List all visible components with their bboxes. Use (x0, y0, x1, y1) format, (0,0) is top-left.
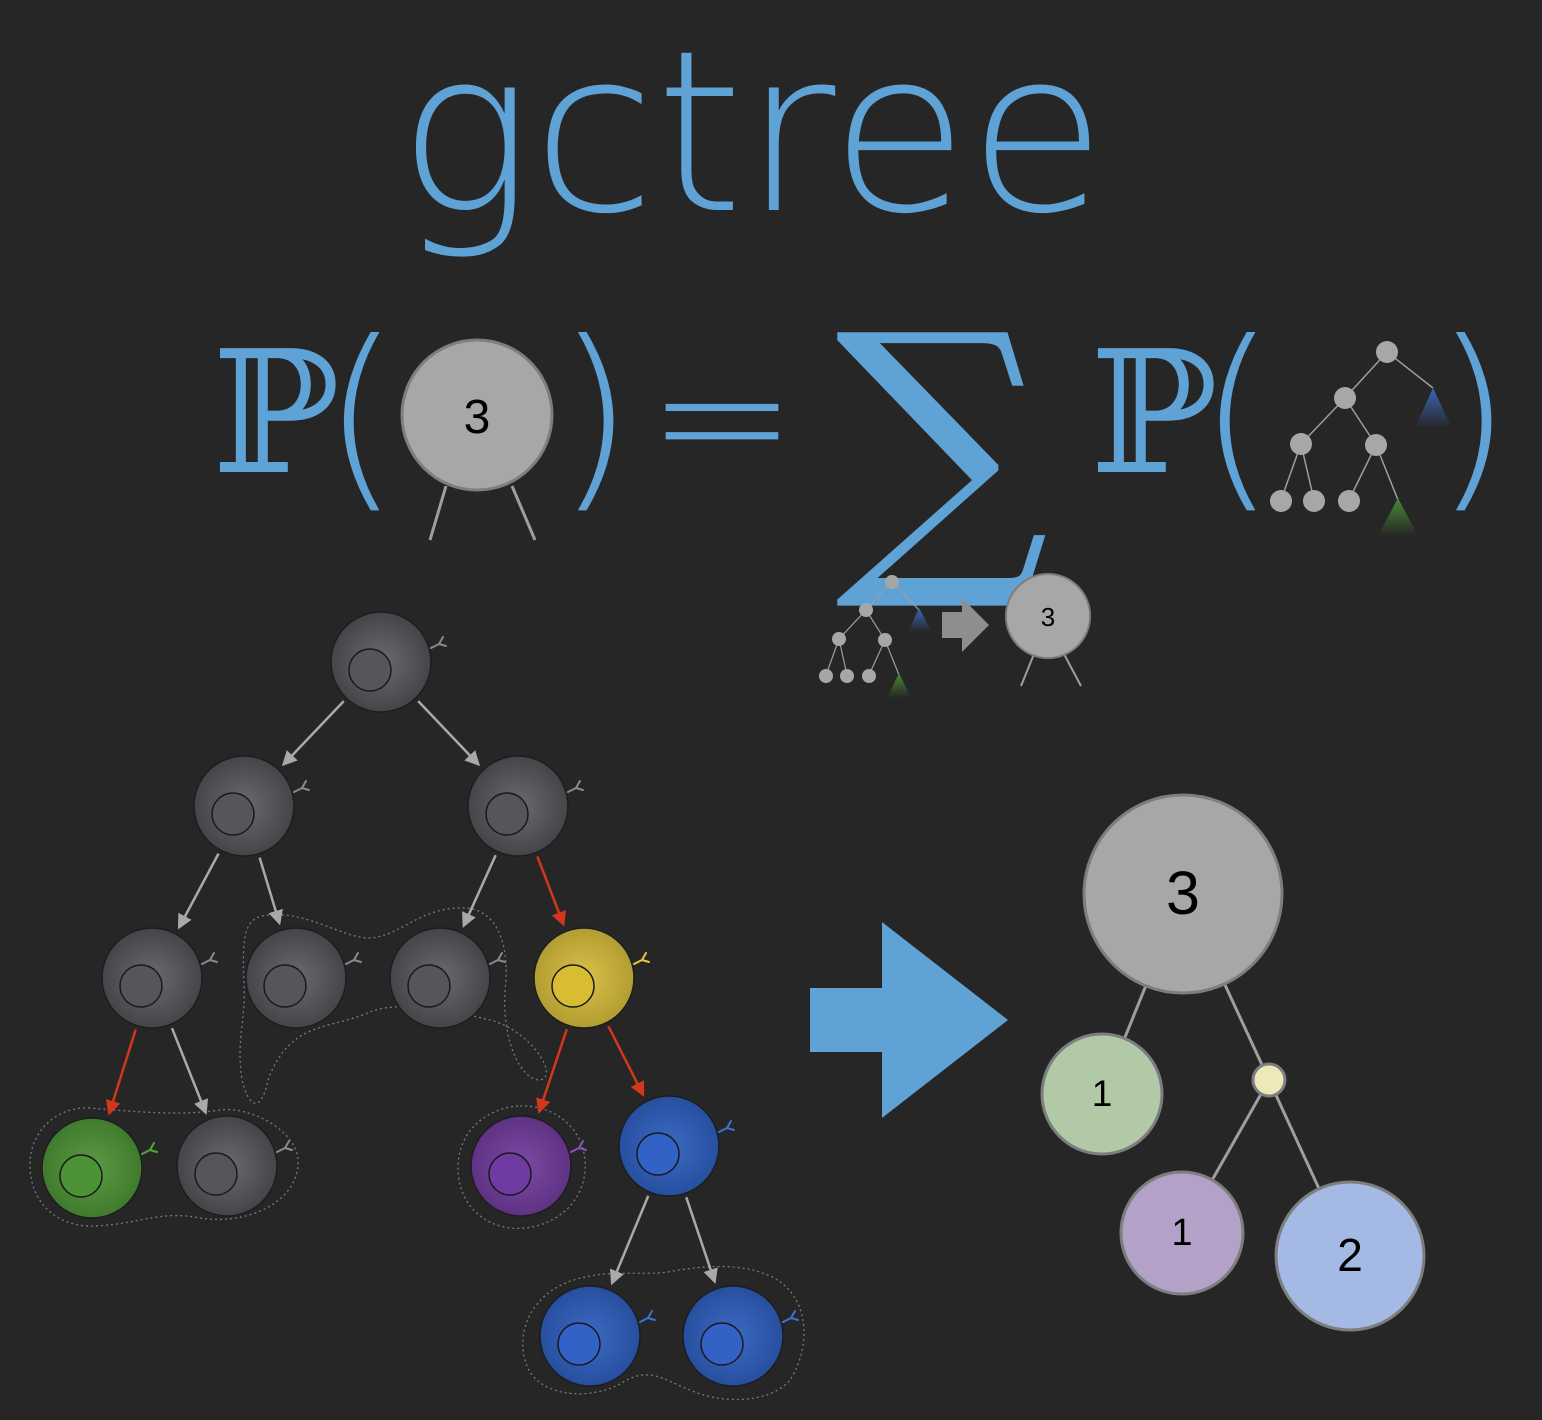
lineage-edge (462, 854, 497, 928)
sum-subscript-arrow-icon (942, 598, 989, 652)
lineage-edge (281, 700, 345, 767)
antibody-icon (633, 952, 650, 965)
collapsed-tree-nodes: 3 1 1 2 (1040, 793, 1426, 1332)
tree-edge (1123, 985, 1148, 1039)
mutation-edge (105, 1029, 137, 1116)
tree-node-label: 1 (1092, 1073, 1113, 1114)
lineage-edge (177, 853, 220, 930)
cell-nucleus (263, 964, 307, 1008)
cell-nucleus (485, 792, 529, 836)
formula: ℙ ( 3 ) = ∑ ℙ ( (212, 270, 1512, 698)
cell-gray (330, 611, 447, 713)
cell-gray (467, 755, 584, 857)
cell-gray (389, 927, 506, 1029)
formula-node-3: 3 (400, 338, 554, 541)
tree-edge (1223, 983, 1264, 1067)
open-paren-right: ( (1198, 299, 1276, 532)
mutation-edge (536, 855, 566, 927)
antibody-icon (718, 1120, 735, 1133)
lineage-edge (170, 1027, 209, 1115)
outline-gray-cluster (239, 907, 547, 1104)
cell-nucleus (488, 1152, 532, 1196)
antibody-icon (276, 1140, 293, 1153)
cell-nucleus (700, 1322, 744, 1366)
tree-node-label: 1 (1171, 1212, 1192, 1254)
sum-subscript-node-count: 3 (1041, 602, 1055, 632)
lineage-edge (685, 1196, 718, 1284)
close-paren-right: ) (1434, 299, 1512, 532)
tree-node-purple: 1 (1119, 1170, 1245, 1296)
cell-green (41, 1117, 158, 1219)
cell-nucleus (194, 1152, 238, 1196)
open-paren-left: ( (322, 299, 400, 532)
cell-nucleus (551, 964, 595, 1008)
cell-gray (193, 755, 310, 857)
cell-nucleus (211, 792, 255, 836)
lineage-edge (609, 1195, 650, 1286)
probability-symbol-right: ℙ (1090, 315, 1218, 513)
cell-nucleus (348, 648, 392, 692)
formula-mini-tree (1270, 341, 1452, 536)
mutation-edge (536, 1028, 569, 1114)
genealogy-edges (105, 700, 718, 1286)
antibody-icon (293, 780, 310, 793)
collapse-outlines (29, 907, 805, 1401)
outline-green-gray-pair (29, 1107, 299, 1227)
cell-nucleus (636, 1132, 680, 1176)
sum-subscript: 3 (819, 573, 1091, 698)
genealogy-tree (29, 611, 805, 1401)
tree-node-blue: 2 (1274, 1180, 1426, 1332)
lineage-edge (258, 857, 283, 926)
close-paren-left: ) (556, 299, 634, 532)
probability-symbol-left: ℙ (212, 315, 340, 513)
cell-gray (176, 1115, 293, 1217)
collapse-arrow-icon (810, 922, 1008, 1118)
tree-node-unobserved (1251, 1062, 1287, 1098)
collapsed-tree: 3 1 1 2 (1040, 793, 1426, 1332)
collapsed-tree-edges (1123, 983, 1321, 1190)
antibody-icon (570, 1140, 587, 1153)
genealogy-cells (41, 611, 799, 1387)
antibody-icon (430, 636, 447, 649)
cell-gray (245, 927, 362, 1029)
cell-nucleus (59, 1154, 103, 1198)
tree-edge (1274, 1093, 1321, 1190)
summation-sign: ∑ (835, 270, 1049, 619)
antibody-icon (201, 952, 218, 965)
equals-sign: = (647, 312, 798, 521)
cell-yellow (533, 927, 650, 1029)
tree-node-gray: 3 (1082, 793, 1284, 995)
cell-gray (101, 927, 218, 1029)
formula-node-count: 3 (464, 391, 491, 444)
tree-node-label: 2 (1337, 1229, 1363, 1281)
cell-nucleus (557, 1322, 601, 1366)
outline-blue-cluster (522, 1265, 805, 1401)
cell-purple (470, 1115, 587, 1217)
lineage-edge (417, 700, 481, 767)
antibody-icon (345, 952, 362, 965)
cell-blue (618, 1095, 735, 1197)
antibody-icon (141, 1142, 158, 1155)
antibody-icon (567, 780, 584, 793)
mutation-edge (607, 1025, 645, 1097)
title: gctree (398, 2, 1106, 263)
antibody-icon (639, 1310, 656, 1323)
antibody-icon (782, 1310, 799, 1323)
cell-blue (539, 1285, 656, 1387)
antibody-icon (489, 952, 506, 965)
tree-node-green: 1 (1040, 1032, 1164, 1156)
tree-node-label: 3 (1166, 859, 1200, 927)
cell-nucleus (119, 964, 163, 1008)
cell-nucleus (407, 964, 451, 1008)
tree-edge (1210, 1093, 1263, 1181)
cell-blue (682, 1285, 799, 1387)
